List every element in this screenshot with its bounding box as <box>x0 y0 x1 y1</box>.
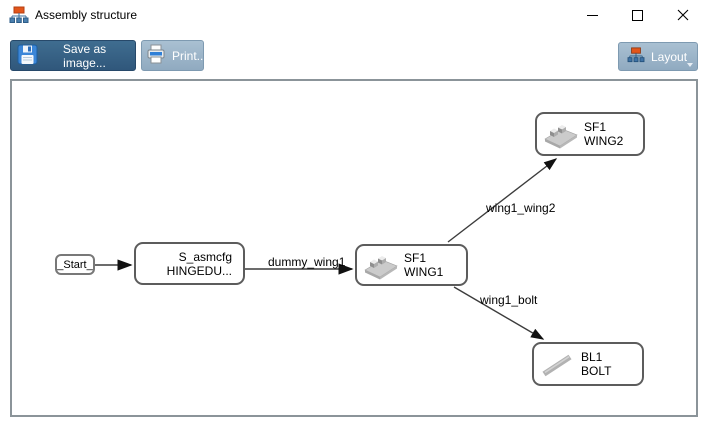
edge-label-wing1-wing2: wing1_wing2 <box>486 201 556 215</box>
node-asmcfg-line2: HINGEDU... <box>166 263 232 278</box>
edge-wing1-to-wing2 <box>447 158 558 243</box>
edge-wing1-to-bolt <box>453 286 545 340</box>
node-wing2[interactable]: SF1 WING2 <box>535 112 645 156</box>
maximize-icon <box>632 9 643 21</box>
toolbar: Save as image... Print... <box>0 36 705 76</box>
node-asmcfg-line1: S_asmcfg <box>178 249 232 264</box>
hinge-part-icon <box>362 249 400 281</box>
titlebar: Assembly structure <box>0 0 705 30</box>
hinge-part-icon <box>542 118 580 150</box>
print-button[interactable]: Print... <box>141 40 207 71</box>
node-bolt-line1: BL1 <box>581 350 603 364</box>
close-icon <box>677 9 688 21</box>
node-s-asmcfg[interactable]: S_asmcfg HINGEDU... <box>134 242 245 285</box>
hierarchy-icon <box>9 6 29 24</box>
window-title: Assembly structure <box>35 8 138 22</box>
floppy-disk-icon <box>17 44 38 68</box>
node-wing1-line1: SF1 <box>404 251 427 265</box>
node-wing2-line2: WING2 <box>584 134 624 148</box>
printer-icon <box>146 44 166 67</box>
layout-button[interactable]: Layout <box>618 42 698 71</box>
maximize-button[interactable] <box>615 0 660 30</box>
node-wing1[interactable]: SF1 WING1 <box>355 244 468 286</box>
print-label: Print... <box>172 48 207 63</box>
close-button[interactable] <box>660 0 705 30</box>
window-controls <box>570 0 705 30</box>
node-bolt-line2: BOLT <box>581 364 612 378</box>
save-as-image-label: Save as image... <box>62 41 107 70</box>
chevron-down-icon <box>687 63 693 67</box>
layout-label: Layout <box>651 49 688 64</box>
node-wing2-line1: SF1 <box>584 120 607 134</box>
minimize-button[interactable] <box>570 0 615 30</box>
node-start[interactable]: _Start_ <box>55 254 95 275</box>
save-as-image-button[interactable]: Save as image... <box>10 40 136 71</box>
edge-label-wing1-bolt: wing1_bolt <box>480 293 538 307</box>
node-wing1-line2: WING1 <box>404 265 444 279</box>
diagram-edges <box>95 158 558 340</box>
hierarchy-icon <box>627 47 645 66</box>
bolt-part-icon <box>539 348 577 380</box>
node-start-label: _Start_ <box>57 258 93 271</box>
minimize-icon <box>587 14 598 16</box>
edge-label-dummy-wing1: dummy_wing1 <box>268 255 346 269</box>
diagram-canvas: dummy_wing1 wing1_wing2 wing1_bolt _Star… <box>10 79 698 417</box>
node-bolt[interactable]: BL1 BOLT <box>532 342 644 386</box>
